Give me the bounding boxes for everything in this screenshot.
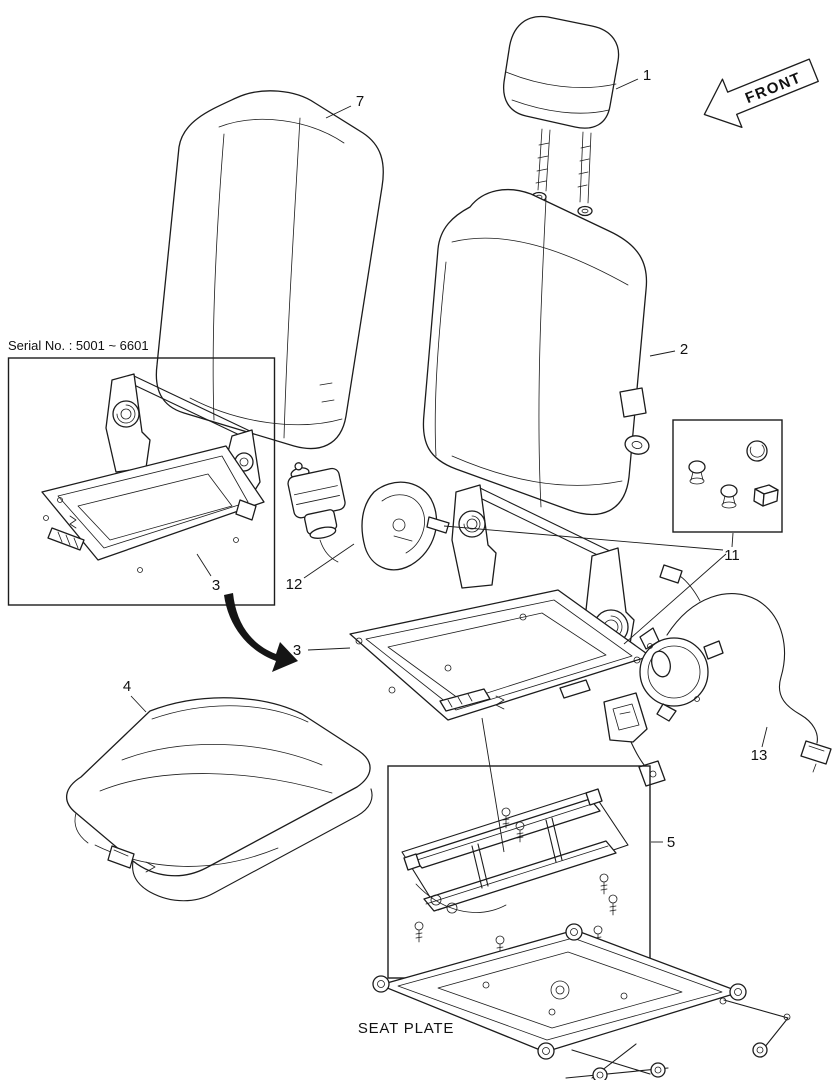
harness-cable [666,593,818,744]
seat-plate-drawing: SEAT PLATE [358,923,791,1080]
callout-harness: 13 [751,747,768,764]
callout-seat-back: 2 [680,341,688,358]
seat-back-drawing [422,188,650,515]
seat-plate-label: SEAT PLATE [358,1020,454,1037]
callout-labels: 1 7 2 3 12 3 4 11 5 13 [123,67,768,851]
front-direction-arrow: FRONT [703,58,819,128]
callout-slide-rail: 5 [667,834,675,851]
headrest-drawing [502,15,620,217]
seat-cushion-drawing [66,697,373,902]
rail-screws [414,807,618,957]
knob-kit-box [672,419,783,533]
plate-rollers [372,923,747,1060]
knob-b [720,484,738,498]
callout-frame-main: 3 [293,642,301,659]
callout-actuator: 12 [286,576,303,593]
harness-connector-end [800,740,832,765]
leader-lines [130,78,768,853]
actuator-drawing [287,462,450,571]
harness-drawing [639,564,832,773]
release-handle [361,481,438,571]
harness-connector-small [659,564,683,584]
knob-a [688,460,706,474]
swoosh-arrow [224,593,298,672]
post-grommet-right [577,205,593,217]
seat-back-knob [624,435,650,455]
knob-kit [672,419,783,533]
callout-cushion: 4 [123,678,131,695]
rail-wire [415,883,507,913]
callout-back-cushion: 7 [356,93,364,110]
serial-number-note: Serial No. : 5001 ~ 6601 [8,338,149,353]
plate-scissor-legs [565,997,791,1080]
seat-back-patch [619,387,647,418]
inset-seat-frame-drawing [41,373,265,573]
serial-inset-box [7,357,276,606]
back-cushion-drawing [155,90,384,450]
grommet-cap [746,440,768,462]
callout-knob-kit: 11 [724,547,740,564]
belt-buckle-drawing [603,692,666,787]
callout-frame-inset: 3 [212,577,220,594]
callout-headrest: 1 [643,67,651,84]
serial-inset: Serial No. : 5001 ~ 6601 [7,338,276,606]
